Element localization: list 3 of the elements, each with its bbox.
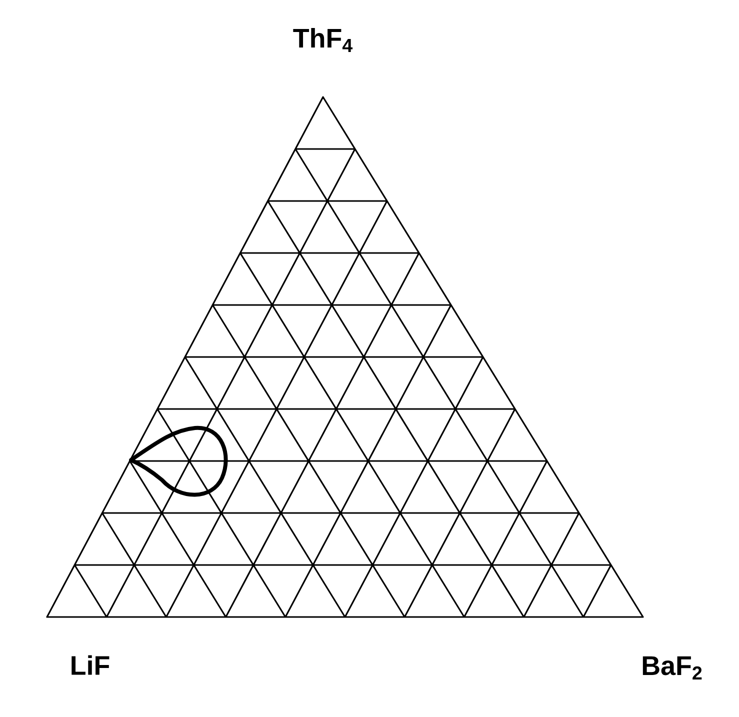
vertex-label: BaF$_{2}$ [642, 656, 702, 680]
vertex-label: LiF [72, 655, 110, 675]
vertex-label: ThF$_{4}$ [293, 28, 353, 52]
